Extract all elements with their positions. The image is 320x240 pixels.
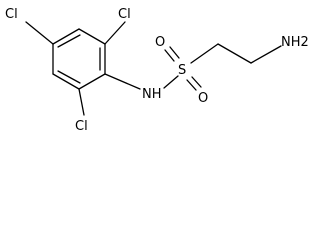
ring-bond-1-inner [57,34,81,48]
bond-s-ch2 [190,43,219,64]
atom-cl-bottom: Cl [75,119,88,134]
structure-diagram: Cl Cl Cl NH S O O NH2 [5,7,309,134]
benzene-ring [52,28,106,90]
ring-bond-4 [78,73,106,90]
molecule-drawing: Cl Cl Cl NH S O O NH2 [5,7,309,134]
ring-bond-2 [78,28,106,45]
ring-bond-5-inner [57,70,81,84]
bond-ch2-ch2 [217,43,252,64]
bond-ch2-nh2 [250,45,282,64]
bond-ring-cl-bottom [78,88,85,116]
bond-s-o-top-a [164,49,175,62]
ring-bond-1 [52,28,80,45]
atom-o-bottom: O [198,91,208,106]
atom-nh: NH [142,87,162,102]
bond-nh-s [163,75,179,89]
bond-s-o-bottom-b [191,76,202,88]
atom-nh2: NH2 [281,35,309,50]
atom-s: S [178,63,186,78]
bond-ring-cl-left [25,21,54,45]
atom-o-top: O [155,35,165,50]
atom-cl-top: Cl [118,7,131,22]
ring-bond-5 [52,73,80,90]
atom-cl-left: Cl [5,7,18,22]
bond-s-o-bottom-a [186,79,197,91]
bond-s-o-top-b [169,46,180,59]
bond-ring-cl-top [104,21,126,45]
bond-ring-nh [104,73,141,90]
